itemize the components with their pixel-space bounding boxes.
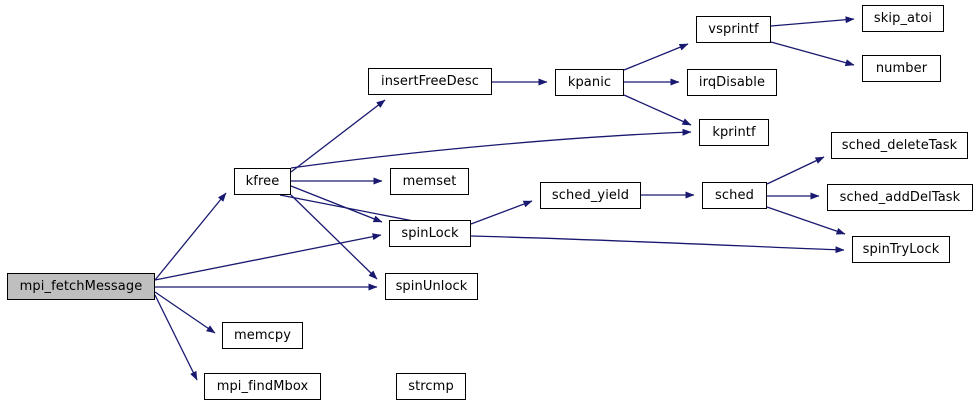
graph-node-mpi_findMbox[interactable]: mpi_findMbox [204,373,321,400]
call-edge [470,235,845,254]
graph-node-label: irqDisable [698,75,766,90]
graph-node-spinLock[interactable]: spinLock [389,220,471,247]
graph-node-irqDisable[interactable]: irqDisable [687,69,777,96]
call-edge [770,41,855,67]
graph-node-label: strcmp [408,379,454,394]
graph-node-label: vsprintf [708,22,759,37]
graph-node-number[interactable]: number [862,55,941,82]
graph-node-label: skip_atoi [873,11,933,26]
graph-node-sched_yield[interactable]: sched_yield [540,182,641,209]
graph-node-label: sched [715,188,754,203]
call-edge [623,43,689,71]
graph-node-memcpy[interactable]: memcpy [222,322,303,349]
graph-node-spinTryLock[interactable]: spinTryLock [852,236,950,263]
call-edge [766,156,825,185]
call-edge [154,291,216,334]
graph-node-label: kpanic [567,75,612,90]
call-edge [290,99,386,173]
graph-node-label: sched_yield [551,188,630,203]
graph-node-label: sched_addDelTask [839,190,961,205]
graph-node-sched_addDelTask[interactable]: sched_addDelTask [827,184,973,211]
call-edge [154,294,198,381]
graph-node-label: spinTryLock [862,242,940,257]
graph-node-mpi_fetchMessage[interactable]: mpi_fetchMessage [7,273,155,300]
call-edge [154,192,227,281]
graph-node-label: spinLock [401,226,459,241]
graph-node-label: number [875,61,928,76]
graph-node-insertFreeDesc[interactable]: insertFreeDesc [368,68,492,95]
graph-node-spinUnlock[interactable]: spinUnlock [385,273,478,300]
graph-node-label: spinUnlock [395,279,468,294]
graph-node-label: kprintf [712,125,756,140]
call-edge [154,233,382,281]
graph-node-kfree[interactable]: kfree [234,168,291,195]
graph-node-label: mpi_findMbox [216,379,309,394]
graph-node-kprintf[interactable]: kprintf [699,119,769,146]
call-edge [470,200,533,225]
call-edge [290,194,378,280]
graph-node-vsprintf[interactable]: vsprintf [696,16,771,43]
graph-node-label: sched_deleteTask [841,138,958,153]
graph-node-label: mpi_fetchMessage [19,279,143,294]
call-edge [623,94,692,126]
graph-node-skip_atoi[interactable]: skip_atoi [862,5,944,32]
graph-node-strcmp[interactable]: strcmp [396,373,466,400]
graph-node-label: memset [402,174,457,189]
graph-node-sched_deleteTask[interactable]: sched_deleteTask [831,132,968,159]
call-edge [770,16,855,27]
graph-node-label: insertFreeDesc [381,74,479,89]
graph-node-label: memcpy [233,328,292,343]
call-edge [766,206,846,235]
graph-node-kpanic[interactable]: kpanic [555,69,624,96]
graph-node-label: kfree [245,174,280,189]
call-edge [290,128,692,169]
call-edge [290,185,383,223]
graph-node-sched[interactable]: sched [702,182,767,209]
graph-node-memset[interactable]: memset [390,168,469,195]
